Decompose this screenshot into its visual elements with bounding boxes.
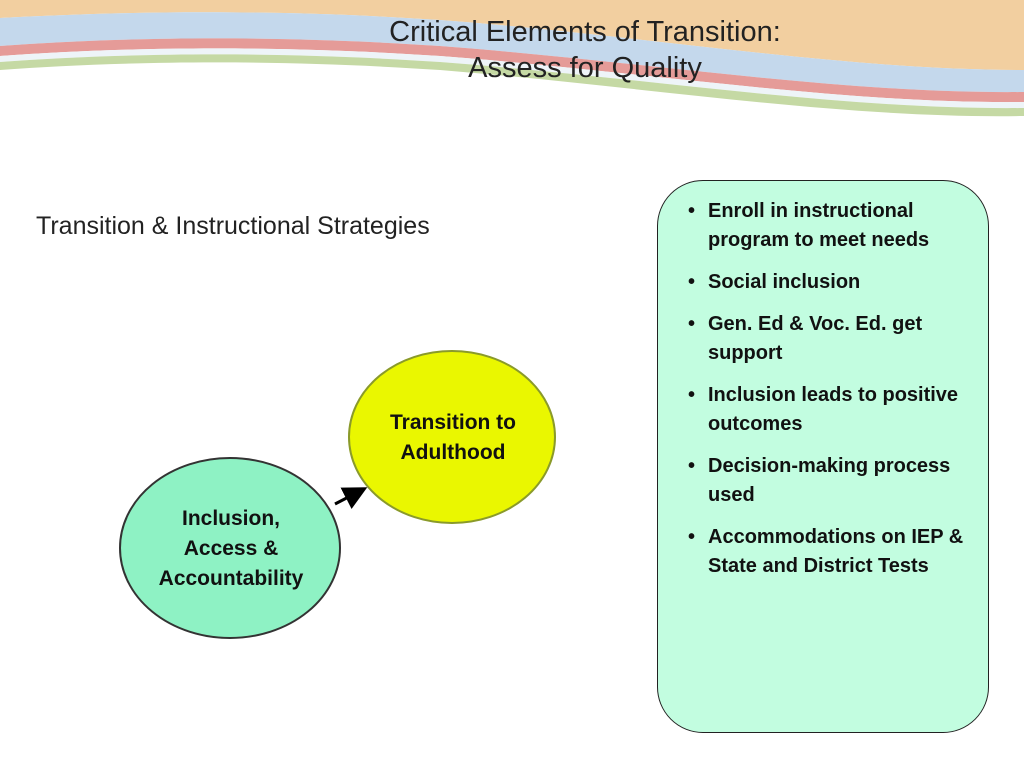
title-line-1: Critical Elements of Transition: — [389, 16, 781, 48]
node-label-line: Adulthood — [400, 440, 506, 464]
node-label-line: Inclusion, — [181, 507, 280, 530]
list-item-text: Accommodations on IEP & State and Distri… — [708, 526, 964, 577]
list-item-text: Gen. Ed & Voc. Ed. get support — [708, 313, 923, 364]
connector-arrow — [334, 487, 368, 509]
banner-wave-green — [0, 54, 1024, 117]
list-item: • Enroll in instructional program to meet… — [688, 197, 968, 255]
list-item-text: Social inclusion — [708, 271, 861, 293]
bullet-icon: • — [688, 313, 696, 335]
transition-node-shape — [348, 350, 556, 524]
list-item-text: Enroll in instructional program to meet … — [708, 200, 930, 251]
list-item-text: Inclusion leads to positive outcomes — [708, 384, 959, 435]
list-item: • Social inclusion — [688, 268, 968, 297]
bullet-icon: • — [688, 271, 696, 293]
bullet-icon: • — [688, 455, 696, 477]
header-banner — [0, 0, 1024, 140]
section-subtitle: Transition & Instructional Strategies — [36, 212, 430, 240]
banner-wave-white — [0, 48, 1024, 109]
list-item-text: Decision-making process used — [708, 455, 951, 506]
bullet-icon: • — [688, 526, 696, 548]
bullet-icon: • — [688, 384, 696, 406]
node-label-line: Access & — [183, 537, 279, 560]
node-label-line: Transition to — [390, 410, 516, 434]
node-label-line: Accountability — [158, 567, 304, 590]
list-item: • Decision-making process used — [688, 452, 968, 510]
strategies-panel: • Enroll in instructional program to meet… — [657, 180, 989, 733]
bullet-icon: • — [688, 200, 696, 222]
slide-title: Critical Elements of Transition: Assess … — [330, 14, 840, 86]
strategies-list: • Enroll in instructional program to meet… — [688, 197, 968, 581]
inclusion-access-accountability-node: Inclusion, Access & Accountability — [120, 458, 342, 640]
list-item: • Accommodations on IEP & State and Distr… — [688, 523, 968, 581]
banner-wave-tan — [0, 0, 1024, 70]
list-item: • Gen. Ed & Voc. Ed. get support — [688, 310, 968, 368]
banner-wave-red — [0, 38, 1024, 103]
inclusion-node-shape — [119, 457, 341, 639]
banner-wave-blue — [0, 12, 1024, 93]
title-line-2: Assess for Quality — [468, 52, 702, 84]
list-item: • Inclusion leads to positive outcomes — [688, 381, 968, 439]
transition-to-adulthood-node: Transition to Adulthood — [348, 350, 558, 525]
